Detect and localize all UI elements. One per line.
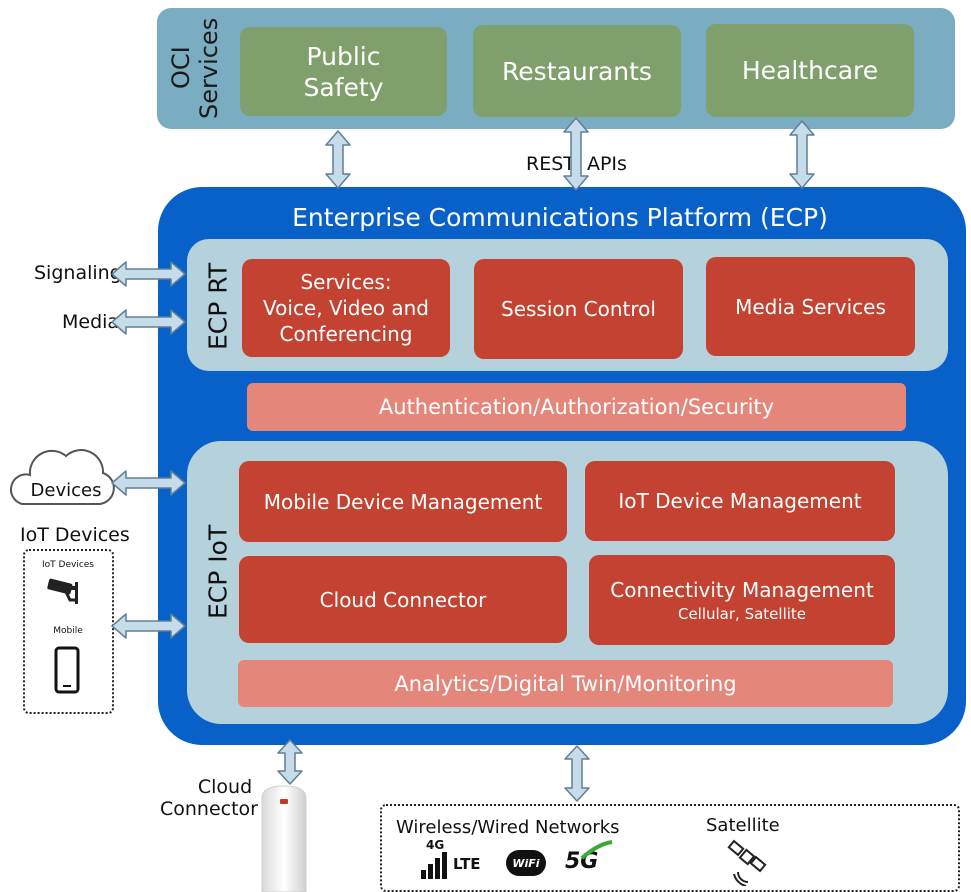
public-safety-service: Public Safety — [240, 27, 447, 116]
iot-devices-small-label: IoT Devices — [42, 560, 94, 570]
cloud-connector-caption-line2: Connector — [160, 798, 258, 820]
badge-wifi-text: WiFi — [512, 856, 540, 870]
satellite-icon — [727, 839, 767, 886]
cloud-connector-box: Cloud Connector — [239, 556, 567, 643]
wifi-badge-icon: WiFi — [506, 850, 546, 876]
healthcare-service: Healthcare — [706, 24, 914, 117]
cloud-connector-caption: Cloud Connector — [160, 776, 258, 820]
mobile-device-management-box: Mobile Device Management — [239, 461, 567, 542]
session-control-box: Session Control — [474, 259, 683, 359]
services-line2: Voice, Video and — [263, 296, 429, 320]
ecp-title: Enterprise Communications Platform (ECP) — [292, 202, 828, 232]
badge-4g: 4G — [426, 838, 445, 852]
badge-lte: LTE — [453, 855, 481, 873]
connectivity-sublabel: Cellular, Satellite — [677, 604, 807, 623]
oci-label-line2: Services — [195, 17, 223, 119]
oci-label-line1: OCI — [167, 46, 195, 90]
services-line3: Conferencing — [279, 322, 413, 346]
voice-video-conferencing-box: Services: Voice, Video and Conferencing — [242, 259, 450, 357]
healthcare-arrow — [789, 120, 815, 189]
public-safety-arrow — [325, 130, 351, 189]
ecp-rt-label: ECP RT — [203, 262, 233, 350]
iot-device-management-box: IoT Device Management — [585, 461, 895, 541]
mobile-phone-icon — [54, 646, 80, 694]
cloud-connector-router-icon — [261, 785, 307, 892]
services-line1: Services: — [300, 270, 392, 294]
badge-5g: 5G — [565, 849, 599, 874]
cloud-connector-caption-line1: Cloud — [197, 776, 253, 798]
security-camera-icon — [47, 578, 78, 604]
mobile-small-label: Mobile — [53, 626, 83, 636]
restaurants-label: Restaurants — [502, 56, 652, 86]
media-services-box: Media Services — [706, 257, 915, 356]
oci-services-label: OCI Services — [160, 12, 230, 124]
public-safety-label: Public Safety — [303, 41, 384, 102]
connectivity-label: Connectivity Management — [610, 577, 874, 602]
connectivity-management-box: Connectivity Management Cellular, Satell… — [589, 555, 895, 645]
satellite-label: Satellite — [706, 815, 780, 836]
signaling-label: Signaling — [34, 262, 122, 284]
wireless-wired-networks-label: Wireless/Wired Networks — [396, 817, 620, 838]
iot-devices-title: IoT Devices — [20, 524, 130, 546]
devices-cloud-label: Devices — [30, 480, 102, 501]
networks-arrow — [564, 745, 590, 802]
rest-apis-label: REST APIs — [526, 153, 627, 175]
media-label: Media — [62, 311, 120, 333]
ecp-iot-label: ECP IoT — [203, 524, 233, 620]
cloud-connector-router-arrow — [277, 739, 303, 785]
authentication-band: Authentication/Authorization/Security — [247, 383, 906, 431]
networks-frame — [380, 804, 960, 892]
analytics-band: Analytics/Digital Twin/Monitoring — [238, 660, 893, 707]
5g-swoosh-icon — [580, 840, 613, 860]
healthcare-label: Healthcare — [741, 56, 879, 85]
restaurants-service: Restaurants — [473, 25, 681, 117]
signal-bars-icon — [421, 852, 447, 879]
